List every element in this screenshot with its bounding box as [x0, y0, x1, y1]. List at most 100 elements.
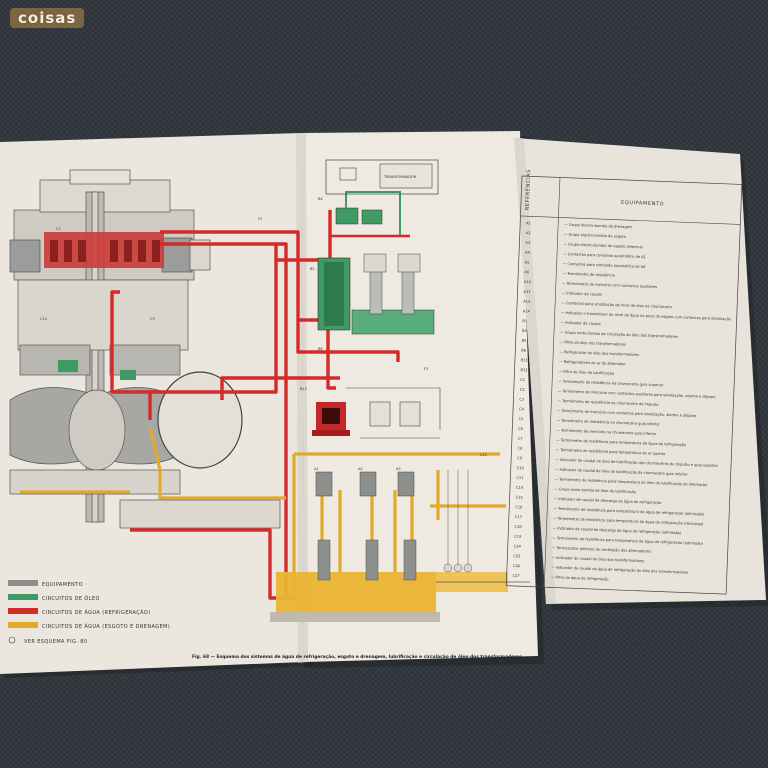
circled-reference-icon — [8, 636, 16, 644]
equipment-table: REFERÊNCIAS EQUIPAMENTO A1 — Grupo electr… — [505, 169, 743, 595]
table-desc-cell: — Termómetro de resistência para tempera… — [553, 507, 705, 517]
center-page — [302, 131, 538, 662]
svg-text:C1: C1 — [56, 227, 61, 231]
table-ref-cell: C4 — [519, 407, 525, 411]
generator-unit — [9, 169, 281, 529]
table-ref-cell: A10 — [524, 280, 532, 284]
svg-text:C15: C15 — [480, 453, 487, 457]
svg-text:F2: F2 — [258, 217, 262, 221]
table-header-ref: REFERÊNCIAS — [523, 169, 533, 210]
table-ref-cell: C8 — [517, 446, 523, 450]
table-ref-cell: A3 — [525, 241, 530, 245]
legend-label-drainage: CIRCUITOS DE ÁGUA (ESGOTO E DRENAGEM) — [42, 623, 170, 630]
table-header-equipment: EQUIPAMENTO — [621, 200, 664, 208]
drainage-sump — [270, 539, 508, 622]
table-ref-cell: C15 — [516, 495, 523, 499]
table-desc-cell: — Termómetro de mercúrio com contactos a… — [558, 389, 716, 399]
table-desc-cell: — Indicador de caudal de óleo de lubrifi… — [555, 467, 689, 476]
table-ref-cell: C10 — [517, 466, 525, 470]
svg-text:A2: A2 — [358, 467, 363, 471]
table-desc-cell: — Termómetro de resistência para tempera… — [555, 448, 666, 456]
table-ref-cell: C27 — [513, 574, 520, 578]
table-desc-cell: — Termómetro de mercúrio na chumaceira g… — [556, 428, 657, 436]
svg-text:A1: A1 — [314, 467, 319, 471]
svg-text:C10: C10 — [40, 317, 47, 321]
transformer-label: TRANSFORMADOR — [383, 175, 417, 179]
thrust-bearing-coolers — [44, 232, 164, 268]
legend-swatch-equipment — [8, 580, 38, 586]
table-desc-cell: — Termómetro de resistência para tempera… — [552, 536, 704, 546]
table-desc-cell: — Termostatos (pilotos) de ventilação do… — [552, 546, 651, 554]
table-ref-cell: C7 — [518, 437, 523, 441]
table-ref-cell: C16 — [515, 505, 523, 509]
table-desc-cell: — Termómetro de resistência na chumaceir… — [558, 379, 664, 387]
table-ref-cell: C26 — [513, 564, 521, 568]
table-desc-cell: — Termómetro de resistência para tempera… — [554, 477, 708, 487]
lower-bearing-oil — [58, 360, 78, 372]
table-ref-cell: C5 — [519, 417, 524, 421]
legend-label-equipment: EQUIPAMENTO — [42, 582, 83, 588]
table-desc-cell: — Grupo electro-bomba de drenagem — [564, 223, 633, 230]
table-ref-cell: A2 — [526, 231, 531, 235]
svg-text:B6: B6 — [318, 347, 323, 351]
circulation-pump — [312, 402, 350, 436]
table-desc-cell: — Indicador de caudal — [560, 321, 600, 327]
table-ref-cell: C14 — [516, 486, 524, 490]
table-ref-cell: C19 — [514, 535, 522, 539]
legend-label-reference: VER ESQUEMA FIG. 80 — [24, 639, 87, 645]
figure-caption: Fig. 68 — Esquema dos sistemas de água d… — [192, 653, 522, 660]
diagram-tags: B4 B5 B6 B12 A1 A2 A3 C15 C1 C9 C10 F2 F… — [40, 197, 487, 471]
table-ref-cell: B6 — [521, 349, 527, 353]
table-ref-cell: C18 — [514, 525, 522, 529]
oil-circuit — [317, 191, 435, 335]
table-desc-cell: — Indicador de caudal do óleo dos transf… — [551, 556, 644, 564]
table-desc-cell: — Termómetro de resistência para tempera… — [556, 438, 686, 447]
table-ref-cell: C25 — [513, 554, 520, 558]
svg-text:A3: A3 — [396, 467, 401, 471]
drainage-pumps — [315, 471, 415, 497]
table-ref-cell: A4 — [525, 251, 531, 255]
transformer: TRANSFORMADOR — [325, 159, 439, 195]
svg-text:B12: B12 — [300, 387, 307, 391]
legend-swatch-cooling — [8, 608, 38, 614]
table-ref-cell: A5 — [525, 260, 530, 264]
table-desc-cell: — Refrigeradores do ar do alternador — [559, 360, 627, 367]
table-ref-cell: A1 — [526, 221, 531, 225]
table-desc-cell: — Indicador e transmissor do nível de ág… — [561, 311, 731, 322]
table-desc-cell: — Termómetro de resistência na chumaceir… — [557, 399, 658, 407]
table-desc-cell: — Grupo moto-bomba de óleo de lubrificaç… — [554, 487, 636, 494]
table-desc-cell: — Grupo electro-bomba de esgoto (reserva… — [563, 242, 643, 249]
level-floats — [443, 470, 473, 573]
legend-label-cooling: CIRCUITOS DE ÁGUA (REFRIGERAÇÃO) — [42, 609, 151, 616]
oil-filters — [346, 387, 441, 439]
table-ref-cell: C1 — [520, 378, 525, 382]
table-ref-cell: A14 — [523, 309, 531, 313]
table-ref-cell: C24 — [514, 544, 522, 548]
table-desc-cell: — Indicador de caudal de descarga da águ… — [554, 497, 662, 505]
svg-text:F3: F3 — [424, 367, 428, 371]
table-desc-cell: — Grupo electro-bomba de esgoto — [564, 232, 626, 238]
table-ref-cell: A13 — [523, 300, 530, 304]
table-ref-cell: B1 — [522, 319, 527, 323]
table-desc-cell: — Indicador de caudal de descarga da águ… — [552, 526, 682, 535]
right-page — [514, 138, 766, 604]
table-ref-cell: C2 — [520, 388, 525, 392]
svg-text:C9: C9 — [150, 317, 155, 321]
svg-text:B4: B4 — [318, 197, 323, 201]
table-ref-cell: C3 — [519, 397, 524, 401]
legend-label-oil: CIRCUITOS DE ÓLEO — [42, 595, 100, 602]
table-desc-cell: — Termómetro de resistência na chumaceir… — [557, 419, 661, 427]
table-desc-cell: — Termómetro de mercúrio com contactos p… — [557, 409, 697, 418]
table-desc-cell: — Contactos para comando automático de A… — [563, 262, 647, 269]
table-desc-cell: — Indicador de caudal de óleo de lubrifi… — [555, 458, 718, 468]
table-ref-cell: B12 — [520, 368, 527, 372]
table-desc-cell: — Refrigerador do óleo dos transformador… — [559, 350, 639, 357]
table-desc-cell: — Grupo moto-bomba de circulação do óleo… — [560, 330, 678, 339]
table-desc-cell: — Termómetro de mercúrio com contactos a… — [562, 281, 657, 289]
table-ref-cell: B4 — [522, 329, 528, 333]
table-desc-cell: — Contactos para comando automático de A… — [563, 252, 646, 259]
table-desc-cell: — Contactos para sinalização de nível de… — [561, 301, 672, 309]
legend-swatch-drainage — [8, 622, 38, 628]
